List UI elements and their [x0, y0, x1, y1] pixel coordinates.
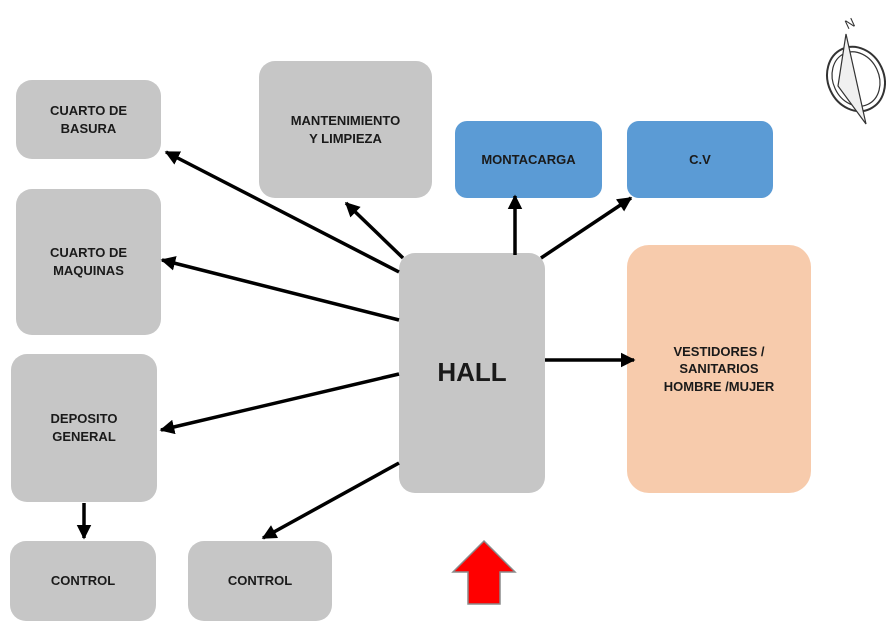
- node-label: MONTACARGA: [481, 151, 576, 167]
- arrow-hall-to-cv: [540, 196, 633, 260]
- node-label: HALL: [437, 357, 507, 388]
- arrow-hall-to-cuarto-de-basura: [164, 150, 400, 274]
- north-compass-icon: N: [826, 15, 886, 125]
- node-label: VESTIDORES / SANITARIOS HOMBRE /MUJER: [663, 343, 775, 394]
- node-mantenimiento-y-limpieza: MANTENIMIENTO Y LIMPIEZA: [259, 61, 432, 198]
- arrow-hall-to-cuarto-de-maquinas: [160, 256, 400, 322]
- node-label: MANTENIMIENTO Y LIMPIEZA: [290, 112, 401, 146]
- node-cv: C.V: [627, 121, 773, 198]
- compass-north-label: N: [842, 15, 857, 33]
- node-control-left: CONTROL: [10, 541, 156, 621]
- node-label: CUARTO DE MAQUINAS: [49, 245, 128, 278]
- node-deposito-general: DEPOSITO GENERAL: [11, 354, 157, 502]
- node-cuarto-de-basura: CUARTO DE BASURA: [16, 80, 161, 159]
- arrow-hall-to-control-middle: [261, 461, 400, 540]
- node-cuarto-de-maquinas: CUARTO DE MAQUINAS: [16, 189, 161, 335]
- node-label: DEPOSITO GENERAL: [50, 411, 118, 444]
- node-vestidores-sanitarios: VESTIDORES / SANITARIOS HOMBRE /MUJER: [627, 245, 811, 493]
- arrow-hall-to-mantenimiento: [344, 201, 405, 260]
- node-label: CUARTO DE BASURA: [49, 102, 128, 136]
- node-label: CONTROL: [50, 573, 116, 589]
- node-label: CONTROL: [227, 573, 293, 589]
- node-label: C.V: [689, 151, 711, 167]
- node-control-middle: CONTROL: [188, 541, 332, 621]
- node-montacarga: MONTACARGA: [455, 121, 602, 198]
- node-hall: HALL: [399, 253, 545, 493]
- entrance-arrow-icon: [451, 539, 517, 605]
- arrow-hall-to-deposito-general: [159, 372, 400, 435]
